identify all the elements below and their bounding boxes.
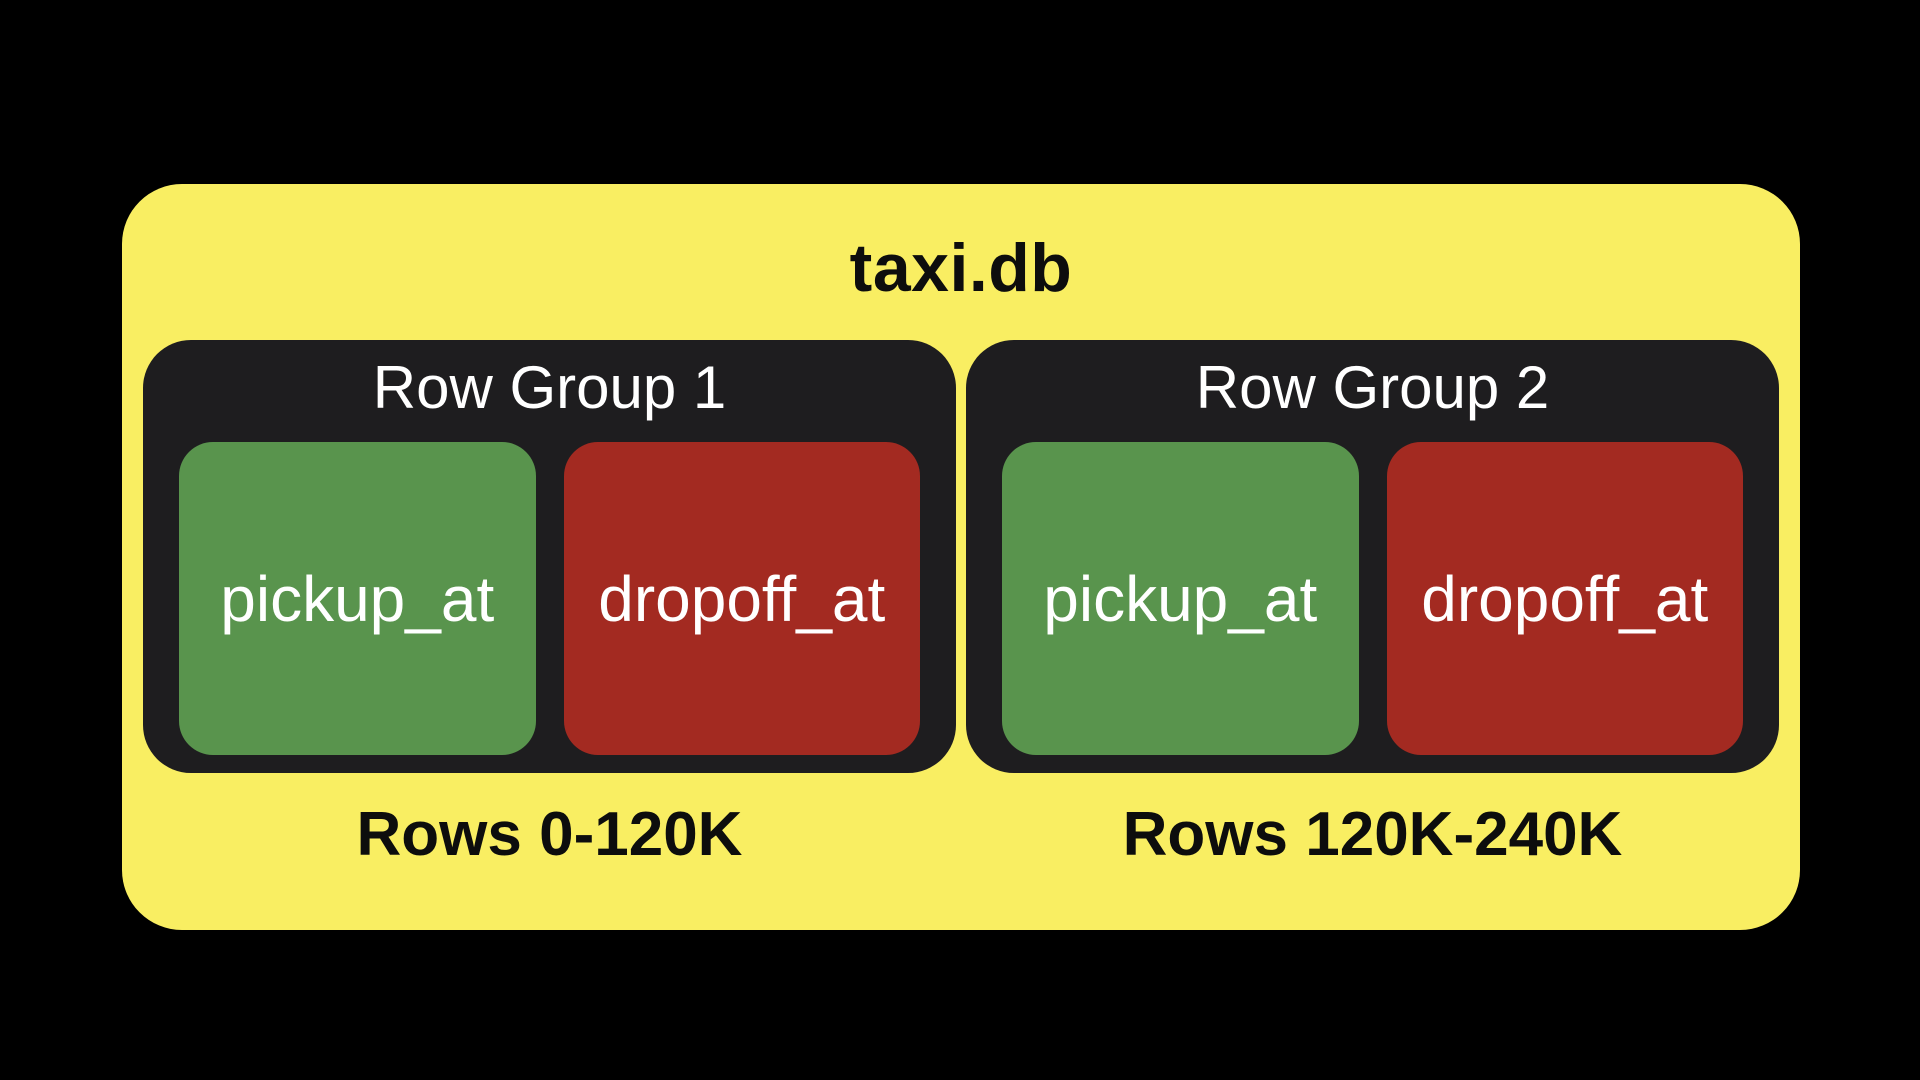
row-group-1-range-label: Rows 0-120K — [356, 800, 743, 869]
row-group-1-columns: pickup_at dropoff_at — [143, 442, 956, 773]
row-group-2-title: Row Group 2 — [1195, 354, 1550, 421]
row-range-labels: Rows 0-120K Rows 120K-240K — [143, 773, 1779, 870]
row-group-1: Row Group 1 pickup_at dropoff_at — [143, 340, 956, 773]
row-group-2: Row Group 2 pickup_at dropoff_at — [966, 340, 1779, 773]
database-file-title: taxi.db — [849, 230, 1073, 306]
row-group-1-dropoff-column: dropoff_at — [563, 442, 920, 755]
row-group-2-dropoff-column: dropoff_at — [1386, 442, 1743, 755]
row-group-2-columns: pickup_at dropoff_at — [966, 442, 1779, 773]
row-group-1-pickup-column: pickup_at — [179, 442, 536, 755]
row-group-2-pickup-column: pickup_at — [1002, 442, 1359, 755]
row-groups-container: Row Group 1 pickup_at dropoff_at Row Gro… — [143, 340, 1779, 773]
row-group-1-title: Row Group 1 — [372, 354, 727, 421]
row-group-2-range-label: Rows 120K-240K — [1122, 800, 1623, 869]
database-file-container: taxi.db Row Group 1 pickup_at dropoff_at… — [122, 184, 1800, 930]
